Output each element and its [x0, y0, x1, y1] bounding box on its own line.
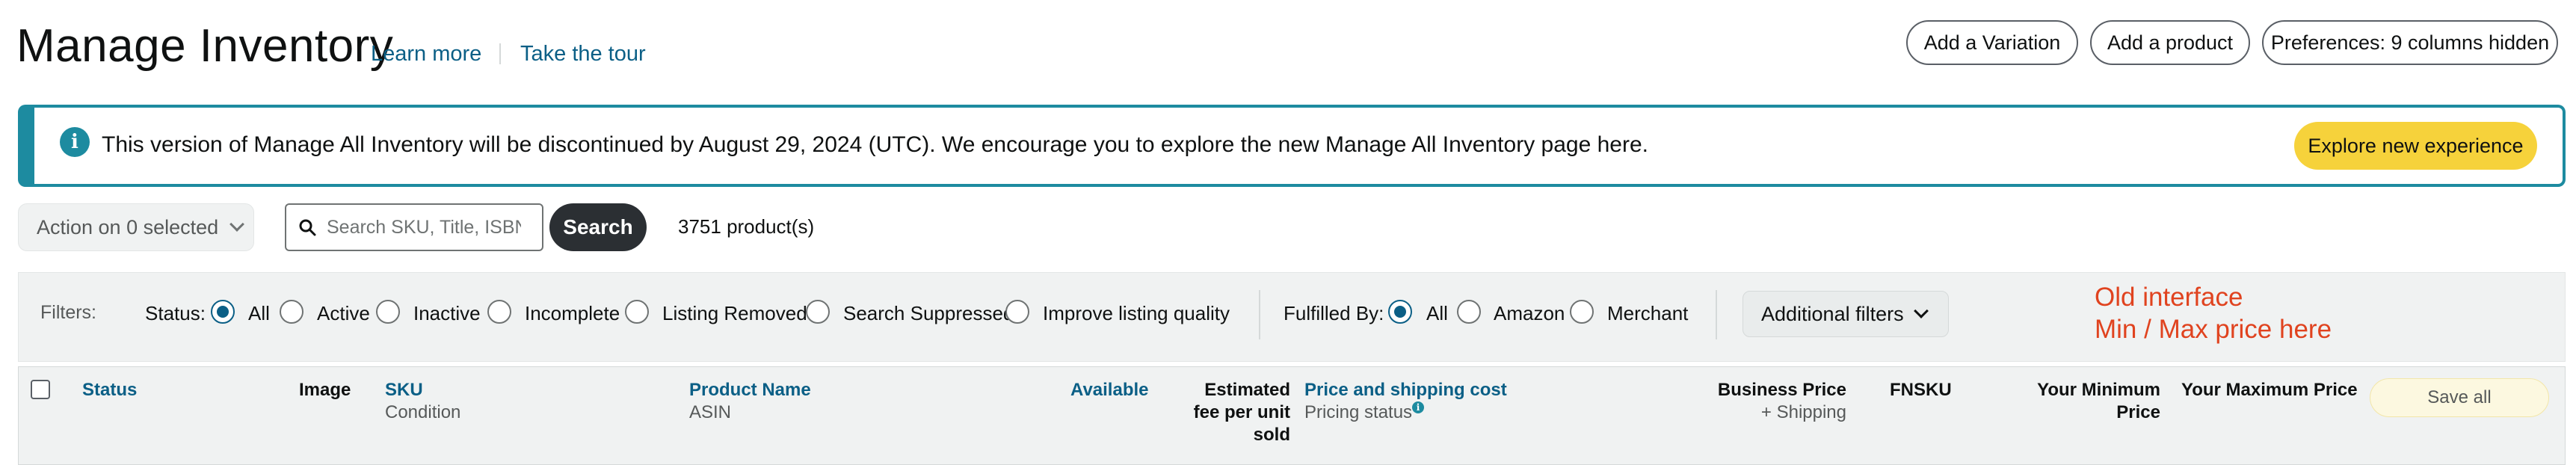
banner-message: This version of Manage All Inventory wil…	[102, 132, 1648, 157]
column-product-name-label[interactable]: Product Name	[689, 380, 811, 400]
column-price-label[interactable]: Price and shipping cost	[1304, 380, 1507, 400]
product-count: 3751 product(s)	[678, 215, 815, 238]
column-business-price: Business Price + Shipping	[1697, 379, 1846, 424]
status-option-inactive: Inactive	[413, 302, 481, 324]
column-fee-line-1: Estimated	[1204, 380, 1290, 400]
column-status-label[interactable]: Status	[82, 380, 138, 400]
chevron-down-icon	[229, 217, 245, 232]
column-fee-line-2: fee per unit	[1193, 402, 1290, 422]
info-icon: i	[60, 127, 90, 157]
status-radio-inactive[interactable]	[376, 300, 400, 324]
additional-filters-label: Additional filters	[1761, 302, 1904, 325]
filters-bar	[18, 272, 2566, 362]
column-fnsku: FNSKU	[1890, 379, 1952, 401]
column-max-price-label: Your Maximum Price	[2181, 380, 2358, 400]
column-min-price-line-1: Your Minimum	[2037, 380, 2160, 400]
fulfilled-by-label: Fulfilled By:	[1284, 302, 1384, 324]
column-available[interactable]: Available	[1070, 379, 1149, 401]
fulfilled-option-all: All	[1426, 302, 1448, 324]
add-variation-button[interactable]: Add a Variation	[1906, 20, 2078, 65]
fulfilled-option-merchant: Merchant	[1607, 302, 1689, 324]
column-sku[interactable]: SKU Condition	[385, 379, 460, 424]
explore-new-experience-button[interactable]: Explore new experience	[2294, 122, 2537, 170]
annotation-line-2: Min / Max price here	[2095, 315, 2332, 344]
column-product-name[interactable]: Product Name ASIN	[689, 379, 811, 424]
annotation-line-1: Old interface	[2095, 283, 2243, 312]
status-radio-improve-listing-quality[interactable]	[1005, 300, 1029, 324]
status-radio-active[interactable]	[280, 300, 303, 324]
column-business-price-sub: + Shipping	[1760, 402, 1846, 422]
search-icon	[299, 219, 316, 236]
status-filter-label: Status:	[145, 302, 206, 324]
column-status[interactable]: Status	[82, 379, 137, 401]
filter-divider	[1716, 290, 1717, 339]
search-button[interactable]: Search	[549, 203, 647, 251]
status-option-active: Active	[317, 302, 370, 324]
column-min-price: Your Minimum Price	[2011, 379, 2160, 424]
status-radio-all[interactable]	[211, 300, 235, 324]
column-min-price-line-2: Price	[2116, 402, 2160, 422]
annotation-note: Old interface Min / Max price here	[2095, 281, 2332, 345]
status-option-improve-listing-quality: Improve listing quality	[1043, 302, 1230, 324]
table-header	[18, 366, 2566, 465]
column-max-price: Your Maximum Price	[2181, 379, 2358, 401]
filter-divider	[1259, 290, 1260, 339]
fulfilled-radio-all[interactable]	[1388, 300, 1412, 324]
fulfilled-option-amazon: Amazon	[1494, 302, 1565, 324]
search-input[interactable]	[327, 216, 521, 238]
column-business-price-label: Business Price	[1717, 380, 1846, 400]
chevron-down-icon	[1913, 304, 1929, 318]
take-the-tour-link[interactable]: Take the tour	[520, 42, 646, 66]
column-sku-label[interactable]: SKU	[385, 380, 423, 400]
column-asin-label: ASIN	[689, 402, 732, 422]
filters-label: Filters:	[40, 302, 96, 323]
header-divider	[499, 43, 501, 64]
column-available-label[interactable]: Available	[1070, 380, 1149, 400]
status-radio-incomplete[interactable]	[487, 300, 511, 324]
status-option-all: All	[248, 302, 270, 324]
page-title: Manage Inventory	[16, 20, 394, 72]
column-image: Image	[299, 379, 351, 401]
status-option-listing-removed: Listing Removed	[662, 302, 807, 324]
preferences-button[interactable]: Preferences: 9 columns hidden	[2262, 20, 2558, 65]
column-pricing-status-label: Pricing status	[1304, 402, 1413, 422]
column-fee-line-3: sold	[1253, 425, 1290, 445]
status-radio-search-suppressed[interactable]	[806, 300, 830, 324]
learn-more-link[interactable]: Learn more	[371, 42, 482, 66]
search-box[interactable]	[285, 203, 543, 251]
status-option-incomplete: Incomplete	[525, 302, 620, 324]
status-option-search-suppressed: Search Suppressed	[843, 302, 1014, 324]
bulk-action-label: Action on 0 selected	[37, 215, 219, 238]
fulfilled-radio-amazon[interactable]	[1457, 300, 1481, 324]
discontinuation-banner	[18, 105, 2566, 187]
save-all-button[interactable]: Save all	[2370, 378, 2549, 417]
select-all-checkbox[interactable]	[31, 380, 50, 399]
add-product-button[interactable]: Add a product	[2090, 20, 2250, 65]
column-image-label: Image	[299, 380, 351, 400]
column-fnsku-label: FNSKU	[1890, 380, 1952, 400]
bulk-action-dropdown[interactable]: Action on 0 selected	[18, 203, 254, 251]
info-icon[interactable]: i	[1412, 401, 1425, 413]
column-estimated-fee: Estimated fee per unit sold	[1166, 379, 1290, 446]
status-radio-listing-removed[interactable]	[625, 300, 649, 324]
fulfilled-radio-merchant[interactable]	[1570, 300, 1594, 324]
additional-filters-dropdown[interactable]: Additional filters	[1743, 291, 1949, 337]
column-condition-label: Condition	[385, 402, 461, 422]
